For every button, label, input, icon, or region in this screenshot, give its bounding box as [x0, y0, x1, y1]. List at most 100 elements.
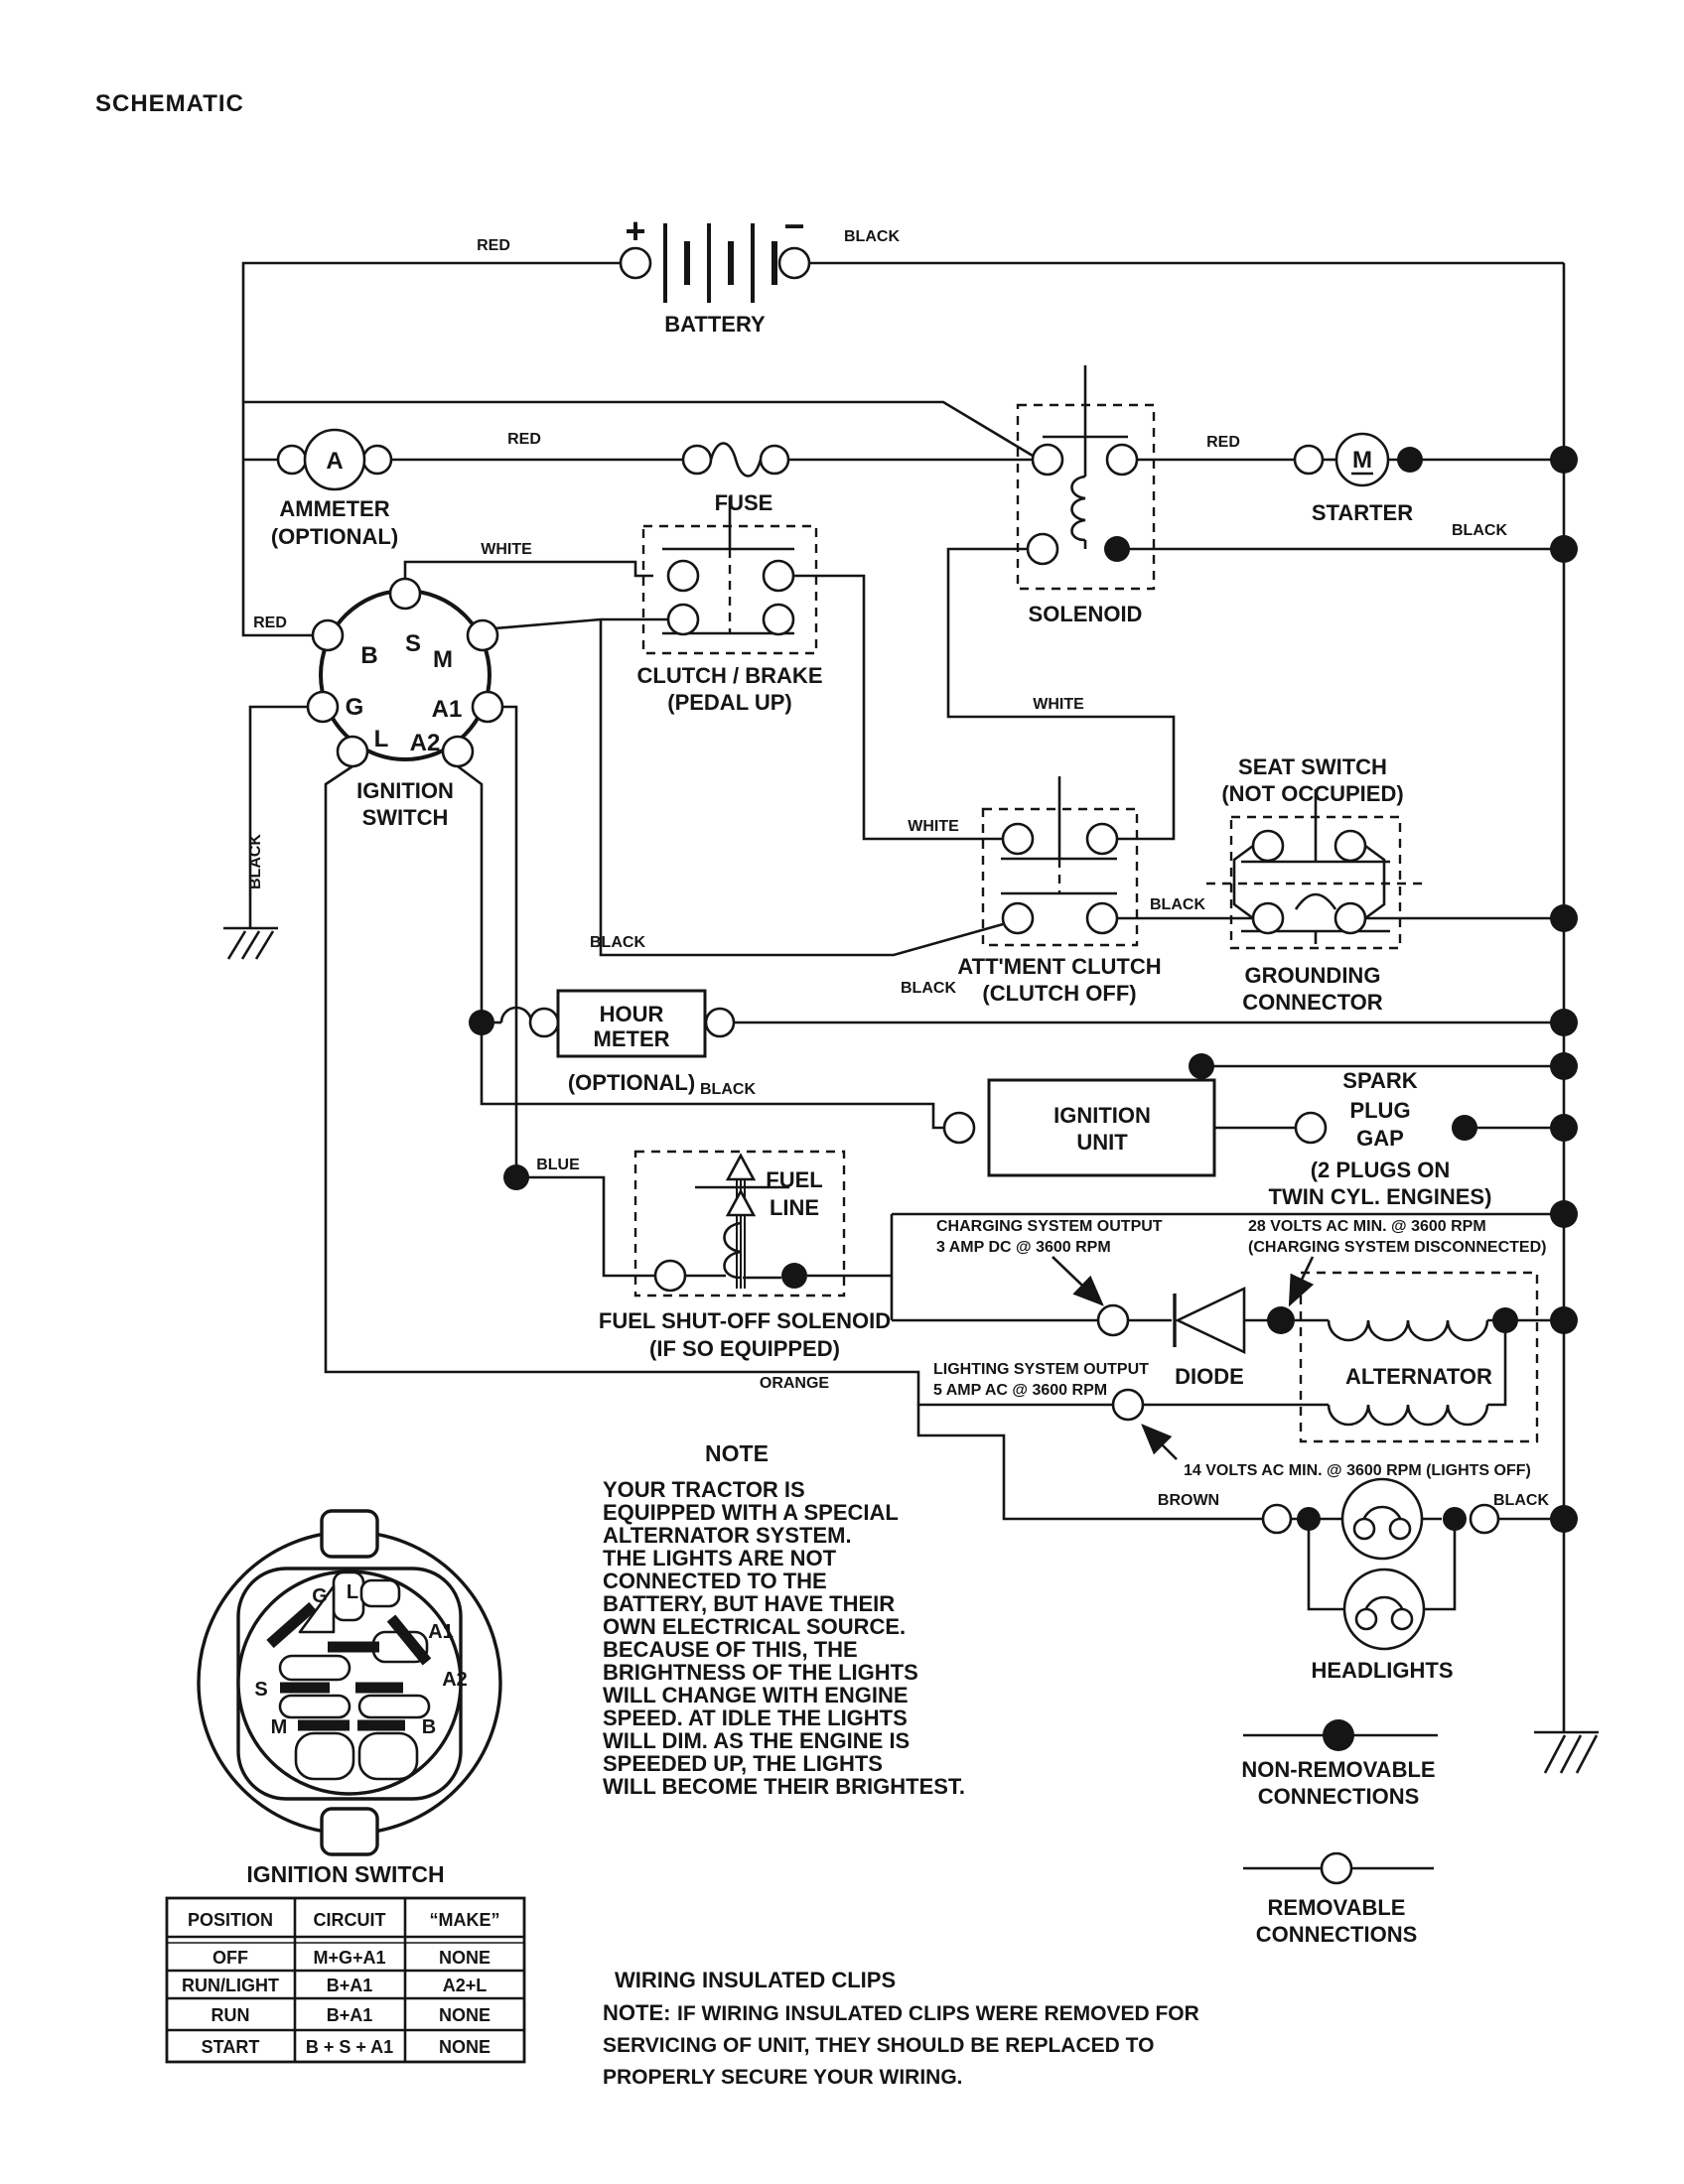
alternator-box [1299, 1271, 1539, 1443]
ignition-switch-table: IGNITION SWITCH POSITION CIRCUIT “MAKE” … [165, 1861, 526, 2064]
lighting-output-text-2: 5 AMP AC @ 3600 RPM [933, 1382, 1107, 1399]
ignition-unit-label-2: UNIT [1076, 1130, 1128, 1155]
note-line-6: OWN ELECTRICAL SOURCE. [603, 1614, 906, 1639]
fuel-solenoid-symbol: FUEL LINE FUEL SHUT-OFF SOLENOID (IF SO … [599, 1153, 891, 1361]
legend-nonremovable-1: NON-REMOVABLE [1241, 1757, 1435, 1782]
headlamp-1 [1340, 1477, 1424, 1561]
detail-a1: A1 [428, 1621, 454, 1643]
component-boxes [633, 403, 1539, 1443]
wire-label-white-s: WHITE [481, 541, 532, 558]
table-header-circuit: CIRCUIT [314, 1910, 386, 1930]
spark-label-2: PLUG [1349, 1098, 1410, 1123]
wire-label-orange: ORANGE [760, 1375, 830, 1392]
detail-top-tab [320, 1509, 379, 1559]
note-line-4: CONNECTED TO THE [603, 1569, 827, 1593]
spark-label-3: GAP [1356, 1126, 1404, 1151]
wire-label-white-attment: WHITE [908, 818, 959, 835]
table-r2-c2: NONE [439, 2005, 491, 2025]
note-line-3: THE LIGHTS ARE NOT [603, 1546, 837, 1570]
wire-label-black-headlights: BLACK [1493, 1492, 1549, 1509]
wire-label-red-b: RED [253, 614, 287, 631]
solenoid-box [1016, 403, 1156, 591]
ammeter-symbol: A AMMETER (OPTIONAL) [271, 428, 398, 549]
volts28-text-1: 28 VOLTS AC MIN. @ 3600 RPM [1248, 1218, 1486, 1235]
clutch-brake-label-2: (PEDAL UP) [667, 690, 792, 715]
wiring-clips-note: WIRING INSULATED CLIPS NOTE: IF WIRING I… [603, 1968, 1199, 2089]
detail-b: B [422, 1716, 436, 1738]
clips-line-3: PROPERLY SECURE YOUR WIRING. [603, 2066, 963, 2089]
detail-m: M [271, 1716, 288, 1738]
wire-label-white-solenoid: WHITE [1033, 696, 1084, 713]
junction-dots [469, 446, 1578, 1533]
solenoid-label: SOLENOID [1029, 602, 1143, 626]
headlights-symbol: HEADLIGHTS [1261, 1477, 1500, 1683]
grounding-label-1: GROUNDING [1245, 963, 1381, 988]
lighting-output-text-1: LIGHTING SYSTEM OUTPUT [933, 1361, 1149, 1378]
detail-l: L [347, 1581, 358, 1603]
battery-label: BATTERY [664, 312, 766, 337]
detail-s: S [254, 1679, 267, 1701]
grounding-label-2: CONNECTOR [1242, 990, 1382, 1015]
starter-label: STARTER [1312, 500, 1413, 525]
ignition-switch-label-1: IGNITION [356, 778, 454, 803]
seat-switch-symbol: SEAT SWITCH (NOT OCCUPIED) GROUNDING CON… [1221, 754, 1403, 1015]
ammeter-optional-label: (OPTIONAL) [271, 524, 398, 549]
clutch-brake-box [641, 524, 818, 655]
charging-output-text-1: CHARGING SYSTEM OUTPUT [936, 1218, 1163, 1235]
table-r0-c1: M+G+A1 [313, 1948, 385, 1968]
term-m: M [433, 646, 453, 673]
ignition-switch-symbol: S B M G A1 L A2 IGNITION SWITCH [306, 577, 504, 830]
page-title: SCHEMATIC [95, 90, 244, 117]
table-r3-c1: B + S + A1 [306, 2037, 393, 2057]
note-line-5: BATTERY, BUT HAVE THEIR [603, 1591, 895, 1616]
seat-switch-box [1229, 815, 1402, 950]
diode-symbol: DIODE ALTERNATOR [1096, 1286, 1492, 1422]
term-b: B [360, 642, 377, 669]
table-r1-c2: A2+L [443, 1976, 488, 1995]
volts14-text: 14 VOLTS AC MIN. @ 3600 RPM (LIGHTS OFF) [1184, 1462, 1531, 1479]
starter-m: M [1352, 447, 1372, 474]
note-line-0: YOUR TRACTOR IS [603, 1477, 805, 1502]
connection-legend: NON-REMOVABLE CONNECTIONS REMOVABLE CONN… [1241, 1719, 1436, 1947]
lighting-output-terminal [1111, 1388, 1145, 1422]
non-removable-dot [1323, 1719, 1354, 1751]
term-l: L [374, 726, 389, 752]
battery-minus-sign: − [783, 205, 804, 246]
table-r2-c1: B+A1 [327, 2005, 373, 2025]
solenoid-symbol: SOLENOID [1026, 443, 1143, 626]
table-header-make: “MAKE” [430, 1910, 500, 1930]
ignition-switch-label-2: SWITCH [362, 805, 449, 830]
table-r3-c2: NONE [439, 2037, 491, 2057]
note-line-1: EQUIPPED WITH A SPECIAL [603, 1500, 899, 1525]
detail-a2: A2 [442, 1669, 468, 1691]
hour-meter-label-1: HOUR [600, 1002, 664, 1026]
term-a1: A1 [432, 696, 463, 723]
fuse-symbol: FUSE [681, 444, 790, 515]
detail-g: G [312, 1585, 328, 1607]
clips-line-1: IF WIRING INSULATED CLIPS WERE REMOVED F… [677, 2002, 1199, 2025]
ignition-switch-detail: G L A1 A2 S M B [197, 1509, 502, 1856]
table-r2-c0: RUN [211, 2005, 250, 2025]
legend-nonremovable-2: CONNECTIONS [1258, 1784, 1420, 1809]
fuel-arrow-2 [725, 1188, 757, 1217]
hour-meter-label-3: (OPTIONAL) [568, 1070, 695, 1095]
wire-label-black-2: BLACK [901, 980, 956, 997]
wire-label-black-1: BLACK [590, 934, 645, 951]
removable-circle [1320, 1851, 1353, 1885]
note-line-8: BRIGHTNESS OF THE LIGHTS [603, 1660, 918, 1685]
fuel-arrow-1 [725, 1153, 757, 1181]
ignition-unit-symbol: IGNITION UNIT SPARK PLUG GAP (2 PLUGS ON… [942, 1068, 1491, 1209]
attment-clutch-symbol: ATT'MENT CLUTCH (CLUTCH OFF) [957, 822, 1162, 1006]
clips-note-prefix: NOTE: [603, 2000, 670, 2025]
table-header-position: POSITION [188, 1910, 273, 1930]
term-a2: A2 [410, 730, 441, 756]
note-line-7: BECAUSE OF THIS, THE [603, 1637, 858, 1662]
legend-removable-2: CONNECTIONS [1256, 1922, 1418, 1947]
fuel-line-label-1: FUEL [766, 1167, 822, 1192]
attment-clutch-box [981, 807, 1139, 947]
battery-pos-terminal [619, 246, 652, 280]
note-line-13: WILL BECOME THEIR BRIGHTEST. [603, 1774, 965, 1799]
note-line-9: WILL CHANGE WITH ENGINE [603, 1683, 909, 1707]
wire-label-red-fuse: RED [507, 431, 541, 448]
